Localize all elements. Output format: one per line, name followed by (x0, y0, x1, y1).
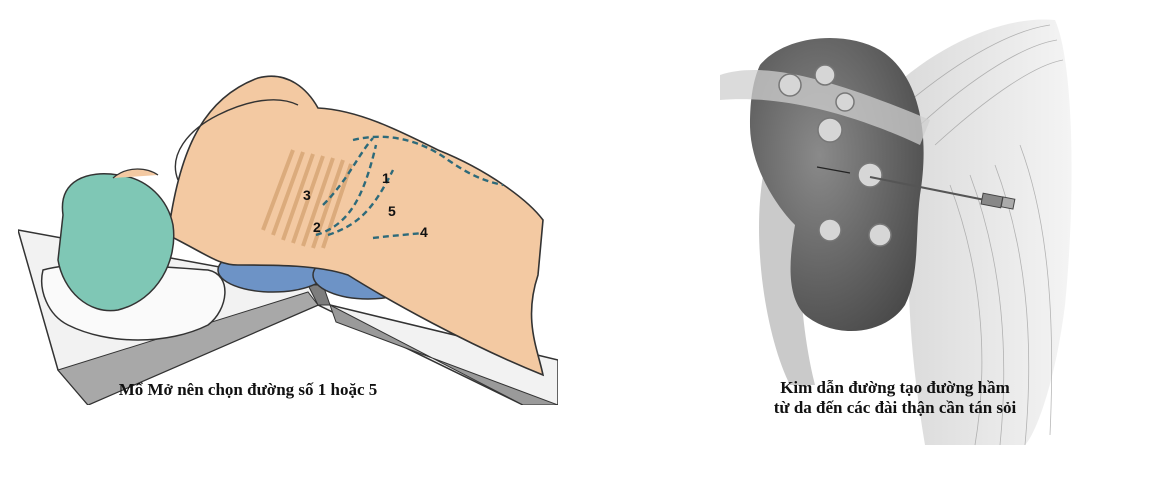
left-caption: Mổ Mở nên chọn đường số 1 hoặc 5 (118, 380, 378, 399)
right-caption-line-1: Kim dẫn đường tạo đường hầm (780, 378, 1010, 397)
right-caption: Kim dẫn đường tạo đường hầm từ da đến cá… (705, 378, 1085, 418)
incision-label-2: 2 (313, 219, 321, 235)
incision-label-3: 3 (303, 187, 311, 203)
incision-label-4: 4 (420, 224, 428, 240)
patient-illustration: 1 2 3 4 5 (18, 75, 558, 405)
percutaneous-access-figure: Kim dẫn đường tạo đường hầm từ da đến cá… (705, 5, 1105, 455)
incision-label-1: 1 (382, 170, 390, 186)
kidney-illustration (720, 19, 1072, 446)
open-surgery-figure: 1 2 3 4 5 Mổ Mở nên chọn đường số 1 hoặc… (18, 60, 558, 405)
right-caption-line-2: từ da đến các đài thận cần tán sỏi (773, 398, 1017, 417)
incision-label-5: 5 (388, 203, 396, 219)
